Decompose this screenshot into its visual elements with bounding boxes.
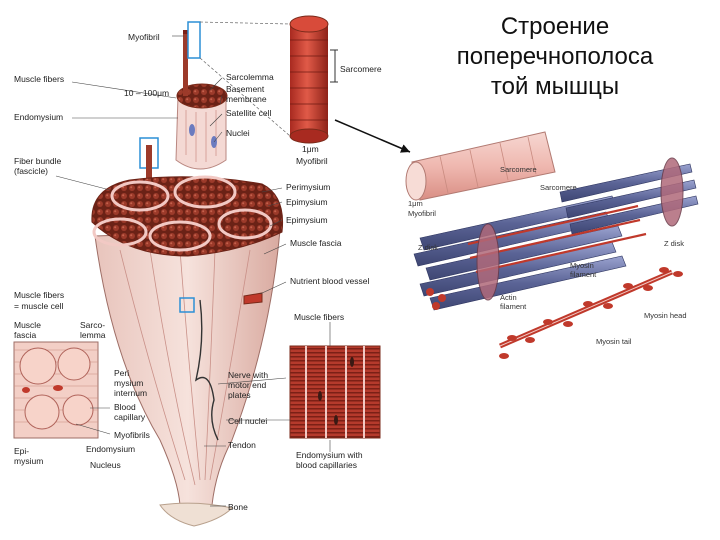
label-cell-nuclei: Cell nuclei	[228, 416, 267, 426]
label-endomysium: Endomysium	[14, 112, 63, 122]
label-myosin-filament-2: filament	[570, 270, 597, 279]
label-muscle-fascia: Muscle fascia	[290, 238, 342, 248]
whole-muscle-illustration	[91, 175, 284, 527]
label-peri-1: Peri	[114, 368, 129, 378]
page-title: Строение поперечнополоса той мышцы	[420, 12, 690, 102]
label-myofibril-right: Myofibril	[408, 209, 436, 218]
label-muscle-fibers-3: Muscle fibers	[294, 312, 344, 322]
label-muscle-fibers-eq-2: = muscle cell	[14, 301, 63, 311]
label-perimysium: Perimysium	[286, 182, 330, 192]
label-myofibril-top: Myofibril	[128, 32, 160, 42]
label-blood-capillary-2: capillary	[114, 412, 146, 422]
diagram-labels: Myofibril Muscle fibers 10 – 100μm Sarco…	[14, 32, 687, 512]
label-myosin-tail: Myosin tail	[596, 337, 632, 346]
label-z-disk-left: Z disk	[418, 243, 438, 252]
label-basement-membrane-1: Basement	[226, 84, 265, 94]
label-epi-2: mysium	[14, 456, 43, 466]
label-muscle-fascia-2b: fascia	[14, 330, 36, 340]
label-1um-top: 1μm	[302, 144, 319, 154]
myofibril-cylinder	[289, 15, 338, 144]
label-actin-filament-1: Actin	[500, 293, 517, 302]
label-nerve-1: Nerve with	[228, 370, 268, 380]
label-sarcomere-big: Sarcomere	[540, 183, 577, 192]
label-myofibril-mid: Myofibril	[296, 156, 328, 166]
label-muscle-fibers-eq-1: Muscle fibers	[14, 290, 64, 300]
label-nuclei: Nuclei	[226, 128, 250, 138]
label-peri-3: internum	[114, 388, 147, 398]
label-endomysium-capillaries-1: Endomysium with	[296, 450, 363, 460]
title-line-3: той мышцы	[490, 73, 620, 100]
label-myosin-head: Myosin head	[644, 311, 687, 320]
label-epimysium-2: Epimysium	[286, 215, 328, 225]
label-1um-right: 1μm	[408, 199, 423, 208]
label-sarcolemma-2a: Sarco-	[80, 320, 105, 330]
label-peri-2: mysium	[114, 378, 143, 388]
label-nerve-2: motor end	[228, 380, 267, 390]
label-actin-filament-2: filament	[500, 302, 527, 311]
label-myofibrils: Myofibrils	[114, 430, 150, 440]
fascicle-illustration	[139, 137, 159, 185]
label-satellite-cell: Satellite cell	[226, 108, 271, 118]
myosin-molecule	[499, 267, 683, 359]
muscle-fiber-illustration	[175, 21, 228, 170]
label-epimysium-1: Epimysium	[286, 197, 328, 207]
label-muscle-fibers: Muscle fibers	[14, 74, 64, 84]
label-nutrient-vessel: Nutrient blood vessel	[290, 276, 369, 286]
label-sarcomere-right: Sarcomere	[500, 165, 537, 174]
label-sarcolemma: Sarcolemma	[226, 72, 274, 82]
label-z-disk-right: Z disk	[664, 239, 684, 248]
label-basement-membrane-2: membrane	[226, 94, 267, 104]
label-bone: Bone	[228, 502, 248, 512]
label-epi-1: Epi-	[14, 446, 29, 456]
myofibril-horizontal	[405, 131, 556, 201]
label-endomysium-2: Endomysium	[86, 444, 135, 454]
label-fiber-bundle-1: Fiber bundle	[14, 156, 62, 166]
label-sarcolemma-2b: lemma	[80, 330, 106, 340]
label-fiber-bundle-2: (fascicle)	[14, 166, 48, 176]
label-sarcomere-top: Sarcomere	[340, 64, 382, 74]
label-blood-capillary-1: Blood	[114, 402, 136, 412]
label-tendon: Tendon	[228, 440, 256, 450]
title-line-1: Строение	[500, 13, 610, 40]
title-line-2: поперечнополоса	[456, 43, 654, 70]
label-nerve-3: plates	[228, 390, 251, 400]
label-size-range: 10 – 100μm	[124, 88, 169, 98]
label-muscle-fascia-2a: Muscle	[14, 320, 41, 330]
sarcomere-illustration	[413, 157, 699, 311]
longitudinal-fibers-inset	[289, 345, 381, 439]
label-endomysium-capillaries-2: blood capillaries	[296, 460, 357, 470]
label-nucleus: Nucleus	[90, 460, 121, 470]
cross-section-inset	[13, 341, 99, 439]
label-myosin-filament-1: Myosin	[570, 261, 594, 270]
